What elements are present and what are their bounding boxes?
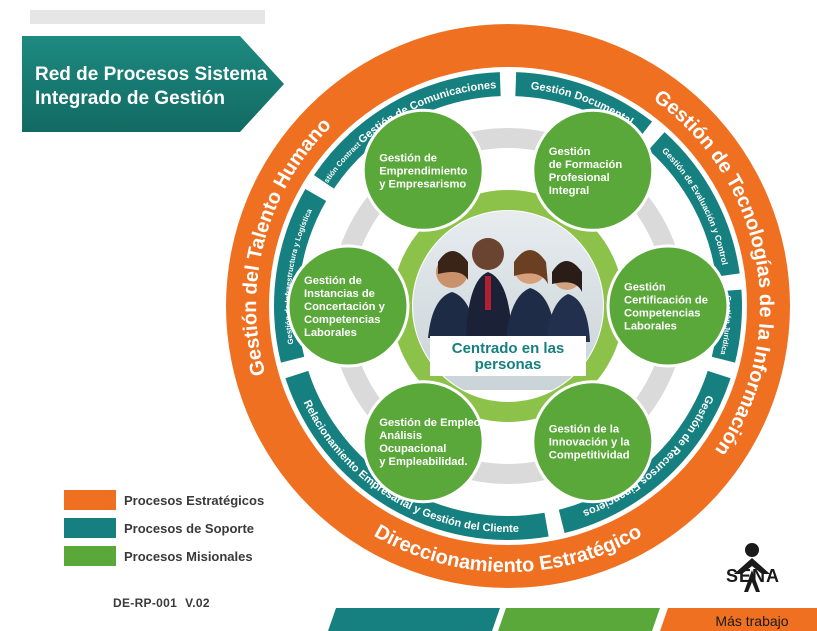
mission-process-3-line-2: Competitividad bbox=[549, 450, 630, 462]
mission-process-1-line-2: Profesional bbox=[549, 172, 610, 184]
mission-process-2-line-1: Certificación de bbox=[624, 295, 708, 307]
legend: Procesos Estratégicos Procesos de Soport… bbox=[64, 490, 264, 574]
mission-process-4-line-2: Ocupacional bbox=[379, 443, 446, 455]
legend-swatch-strategic bbox=[64, 490, 116, 510]
legend-swatch-support bbox=[64, 518, 116, 538]
document-code: DE-RP-001 V.02 bbox=[113, 596, 218, 610]
document-code-version: V.02 bbox=[185, 596, 210, 610]
mission-process-4-line-1: Análisis bbox=[379, 430, 422, 442]
support-segment-5 bbox=[285, 370, 549, 540]
center-label-line-1: Centrado en las bbox=[452, 340, 565, 357]
mission-process-2-line-0: Gestión bbox=[624, 282, 666, 294]
mission-process-0-line-0: Gestión de bbox=[379, 152, 437, 164]
center-label-line-2: personas bbox=[475, 356, 542, 373]
mission-process-5-line-4: Laborales bbox=[304, 327, 357, 339]
mission-process-3-line-0: Gestión de la bbox=[549, 424, 620, 436]
mission-process-1-line-3: Integral bbox=[549, 185, 589, 197]
mission-process-0-line-1: Emprendimiento bbox=[379, 165, 467, 177]
mission-process-4-line-3: y Empleabilidad. bbox=[379, 456, 467, 468]
document-code-id: DE-RP-001 bbox=[113, 596, 178, 610]
support-segment-2 bbox=[648, 132, 740, 277]
legend-item-support: Procesos de Soporte bbox=[64, 518, 264, 538]
bottom-stripe-teal bbox=[328, 608, 500, 631]
person-1 bbox=[428, 251, 476, 338]
mission-process-4-line-0: Gestión de Empleo, bbox=[379, 417, 483, 429]
mission-circle-3 bbox=[531, 380, 655, 504]
center-label-bg bbox=[430, 336, 586, 376]
support-segment-4 bbox=[558, 370, 731, 534]
mission-circle-4 bbox=[361, 380, 485, 504]
title-banner: Red de Procesos Sistema Integrado de Ges… bbox=[22, 36, 284, 132]
title-line-2: Integrado de Gestión bbox=[35, 88, 225, 109]
legend-item-strategic: Procesos Estratégicos bbox=[64, 490, 264, 510]
mission-circle-1 bbox=[531, 108, 655, 232]
mission-process-5-line-3: Competencias bbox=[304, 314, 380, 326]
mission-process-1-line-0: Gestión bbox=[549, 146, 591, 158]
person-3 bbox=[506, 250, 556, 340]
person-2 bbox=[466, 238, 512, 338]
mission-process-3-line-1: Innovación y la bbox=[549, 437, 631, 449]
sena-figure-icon bbox=[734, 543, 770, 592]
person-4 bbox=[546, 261, 590, 342]
brand-slogan: Más trabajo bbox=[715, 613, 788, 629]
bottom-stripe-orange bbox=[660, 608, 817, 631]
mission-process-5-line-2: Concertación y bbox=[304, 301, 386, 313]
sena-logo: SENA bbox=[726, 543, 780, 592]
legend-label-support: Procesos de Soporte bbox=[124, 520, 255, 536]
mission-process-5-line-0: Gestión de bbox=[304, 275, 362, 287]
mission-process-2-line-2: Competencias bbox=[624, 308, 700, 320]
mission-process-0-line-2: y Empresarismo bbox=[379, 178, 466, 190]
title-line-1: Red de Procesos Sistema bbox=[35, 64, 268, 85]
mission-process-5-line-1: Instancias de bbox=[304, 288, 375, 300]
mission-process-1-line-1: de Formación bbox=[549, 159, 623, 171]
support-segment-7 bbox=[314, 132, 368, 189]
mission-process-2-line-3: Laborales bbox=[624, 321, 677, 333]
bottom-stripe-green bbox=[498, 608, 660, 631]
sena-wordmark: SENA bbox=[726, 566, 780, 586]
legend-item-mission: Procesos Misionales bbox=[64, 546, 264, 566]
top-decor-bar bbox=[30, 10, 265, 24]
mission-circle-5 bbox=[286, 244, 410, 368]
legend-swatch-mission bbox=[64, 546, 116, 566]
legend-label-mission: Procesos Misionales bbox=[124, 548, 253, 564]
legend-label-strategic: Procesos Estratégicos bbox=[124, 492, 265, 508]
mission-circle-0 bbox=[361, 108, 485, 232]
mission-circle-2 bbox=[606, 244, 730, 368]
